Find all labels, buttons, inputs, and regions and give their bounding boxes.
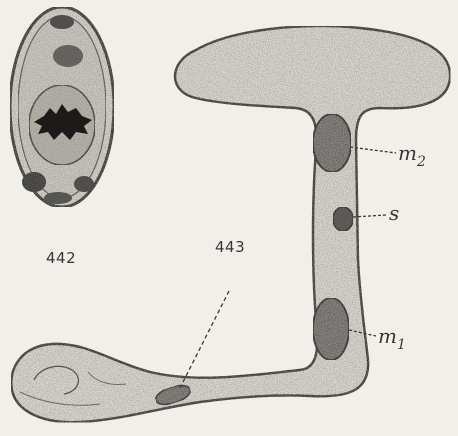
- nucleus-m2: [313, 114, 351, 172]
- plastid-top: [50, 15, 74, 29]
- plastid-lower-right: [74, 176, 94, 192]
- nucleus-s: [333, 207, 353, 231]
- label-m2-subscript: 2: [416, 154, 426, 170]
- figure-442-cell: [10, 7, 114, 207]
- label-m1: m1: [378, 324, 406, 353]
- figure-number-443: 443: [215, 238, 245, 256]
- plastid-upper: [53, 45, 83, 67]
- leader-tail-body: [180, 291, 229, 388]
- label-m1-letter: m: [378, 324, 397, 348]
- label-m2: m2: [398, 141, 426, 170]
- plastid-lower-left: [22, 172, 46, 192]
- label-m2-letter: m: [398, 141, 417, 165]
- label-m1-subscript: 1: [397, 337, 406, 353]
- nucleus-m1: [313, 298, 349, 360]
- figure-number-442: 442: [46, 249, 76, 267]
- label-s: s: [389, 201, 399, 225]
- plastid-bottom: [44, 192, 72, 204]
